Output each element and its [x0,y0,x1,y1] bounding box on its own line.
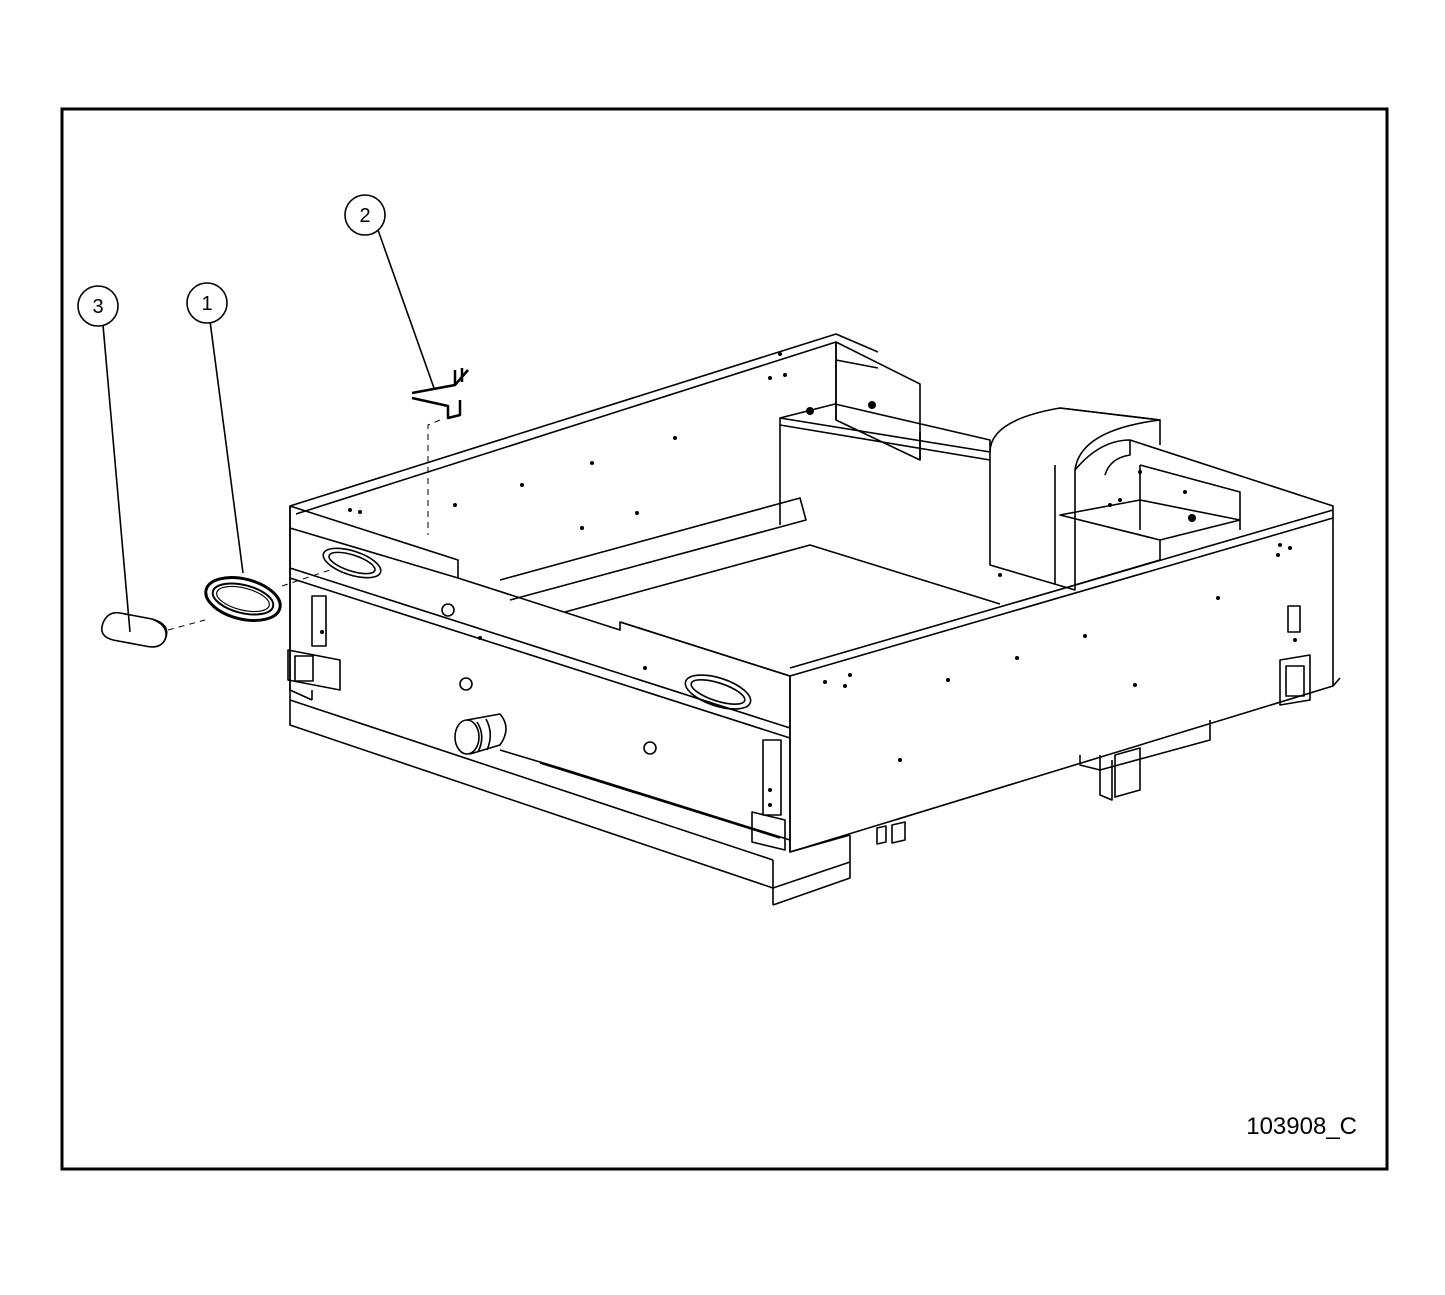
front-oval-cutout [681,668,754,716]
figure-id: 103908_C [1246,1113,1357,1140]
cabinet-base [288,334,1340,905]
part-1-grommet [201,570,284,627]
part-3-cover [102,613,167,647]
mounting-holes [320,352,1297,807]
assembly-lines [168,420,440,630]
callout-balloon-2: 2 [345,195,385,235]
callout-label-3: 3 [92,296,103,318]
front-wall-top [458,578,790,676]
figure-frame [62,109,1387,1169]
callout-balloon-1: 1 [187,283,227,323]
left-oval-cutout [320,542,384,583]
leader-lines [103,230,434,632]
callout-label-1: 1 [201,293,212,315]
left-handle [288,650,340,690]
front-lower-handle [752,812,785,850]
right-long-wall [790,518,1333,852]
rim-left [290,334,878,506]
part-2-bracket [412,368,468,418]
bottom-rail [290,690,773,905]
drain-pipe-end [455,720,479,754]
curved-duct [990,408,1160,590]
callout-label-2: 2 [359,205,370,227]
right-handle [1280,655,1310,705]
callout-balloon-3: 3 [78,286,118,326]
inner-floor [500,498,806,600]
back-mounting-plate [836,342,920,460]
right-inner-box [1060,500,1240,540]
